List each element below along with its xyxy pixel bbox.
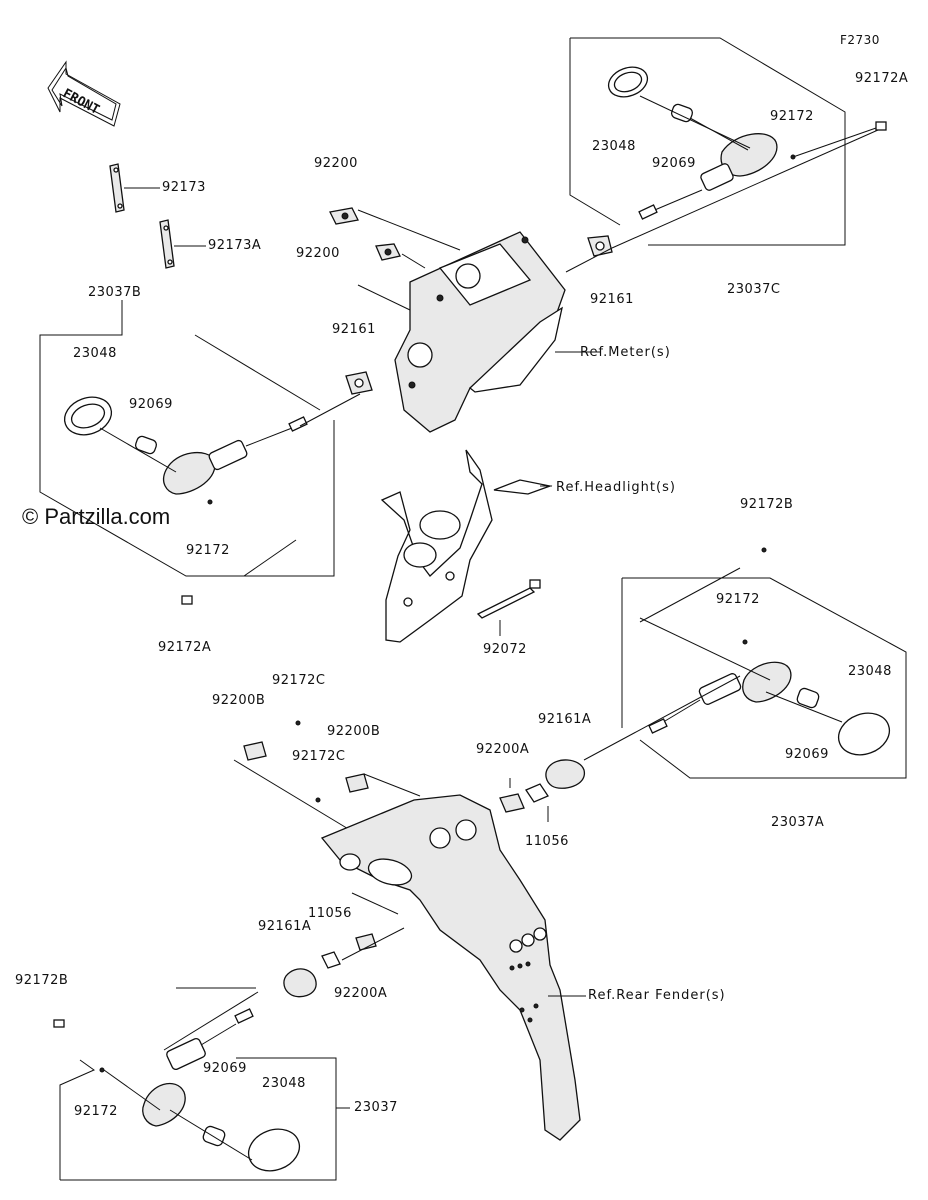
watermark: © Partzilla.com: [22, 504, 171, 529]
part-label-92161A-left[interactable]: 92161A: [258, 919, 312, 934]
part-label-92172C-a[interactable]: 92172C: [272, 673, 326, 688]
part-label-11056-right[interactable]: 11056: [525, 834, 569, 849]
turn-signal-front-left: [39, 300, 361, 605]
part-label-92200B-a[interactable]: 92200B: [212, 693, 266, 708]
turn-signal-rear-right: [545, 547, 907, 789]
part-label-92161A-right[interactable]: 92161A: [538, 712, 592, 727]
part-label-92200A-right[interactable]: 92200A: [476, 742, 530, 757]
part-label-92172-left[interactable]: 92172: [186, 543, 230, 558]
part-label-92200B-b[interactable]: 92200B: [327, 724, 381, 739]
rear-fender: [320, 794, 586, 1141]
part-label-92072[interactable]: 92072: [483, 642, 527, 657]
grommets-upper: [329, 129, 879, 395]
part-label-92200A-left[interactable]: 92200A: [334, 986, 388, 1001]
part-label-92173A[interactable]: 92173A: [208, 238, 262, 253]
part-label-92161-left[interactable]: 92161: [332, 322, 376, 337]
part-label-92172B-left[interactable]: 92172B: [15, 973, 69, 988]
part-label-23037C[interactable]: 23037C: [727, 282, 781, 297]
part-label-23037[interactable]: 23037: [354, 1100, 398, 1115]
meter-bracket: [394, 231, 600, 433]
part-label-92172C-b[interactable]: 92172C: [292, 749, 346, 764]
part-label-11056-left[interactable]: 11056: [308, 906, 352, 921]
part-label-92172-right[interactable]: 92172: [716, 592, 760, 607]
part-label-23037B[interactable]: 23037B: [88, 285, 142, 300]
part-label-92069-left[interactable]: 92069: [129, 397, 173, 412]
part-label-92069-right[interactable]: 92069: [785, 747, 829, 762]
front-arrow: FRONT: [47, 60, 121, 127]
part-label-23048-bottom[interactable]: 23048: [262, 1076, 306, 1091]
part-label-92069-bottom[interactable]: 92069: [203, 1061, 247, 1076]
turn-signal-rear-left: [53, 927, 405, 1181]
part-label-92172B-right[interactable]: 92172B: [740, 497, 794, 512]
part-label-92173[interactable]: 92173: [162, 180, 206, 195]
part-label-23048-top[interactable]: 23048: [592, 139, 636, 154]
part-label-92069-top[interactable]: 92069: [652, 156, 696, 171]
straps: [109, 163, 206, 269]
part-label-92200-b[interactable]: 92200: [296, 246, 340, 261]
figure-number: F2730: [840, 33, 880, 47]
part-label-23037A[interactable]: 23037A: [771, 815, 825, 830]
turn-signal-front-right: [569, 37, 887, 246]
part-label-92172A-left[interactable]: 92172A: [158, 640, 212, 655]
part-label-92161-right[interactable]: 92161: [590, 292, 634, 307]
part-label-92172A-top[interactable]: 92172A: [855, 71, 909, 86]
headlight-bracket: [380, 449, 553, 643]
ref-meter-link[interactable]: Ref.Meter(s): [580, 345, 671, 360]
part-label-23048-left[interactable]: 23048: [73, 346, 117, 361]
ref-rear-fender-link[interactable]: Ref.Rear Fender(s): [588, 988, 726, 1003]
part-label-92200-a[interactable]: 92200: [314, 156, 358, 171]
front-arrow-label: FRONT: [60, 86, 102, 118]
part-label-92172-bottom[interactable]: 92172: [74, 1104, 118, 1119]
clips-middle: [233, 720, 549, 831]
part-label-23048-right[interactable]: 23048: [848, 664, 892, 679]
ref-headlight-link[interactable]: Ref.Headlight(s): [556, 480, 676, 495]
part-label-92172-top[interactable]: 92172: [770, 109, 814, 124]
